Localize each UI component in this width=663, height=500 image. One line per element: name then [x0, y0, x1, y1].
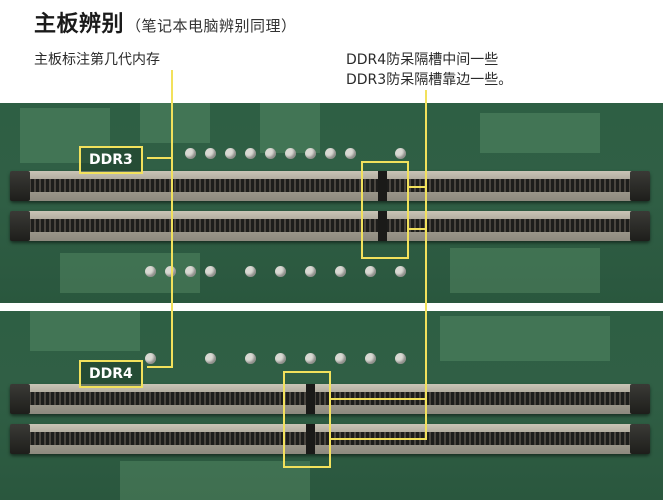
subtitle-text: （笔记本电脑辨别同理） [126, 17, 297, 35]
pcb-trace [120, 461, 310, 500]
solder-pad [275, 266, 286, 277]
pcb-trace [60, 253, 200, 293]
annotation-key-notch-line1: DDR4防呆隔槽中间一些 [346, 52, 499, 68]
slot-key-notch [378, 171, 387, 201]
annotation-key-notch: DDR4防呆隔槽中间一些 DDR3防呆隔槽靠边一些。 [346, 50, 512, 90]
slot-key-notch [306, 424, 315, 454]
solder-pad [205, 353, 216, 364]
leader-line [409, 228, 426, 230]
ddr3-badge: DDR3 [79, 146, 143, 174]
motherboard-photo-ddr4 [0, 311, 663, 500]
motherboard-photo-ddr3 [0, 103, 663, 303]
solder-pad [265, 148, 276, 159]
slot-latch [630, 211, 650, 241]
solder-pad [305, 148, 316, 159]
solder-pad [325, 148, 336, 159]
slot-latch [10, 171, 30, 201]
ddr3-notch-highlight [361, 161, 409, 259]
solder-pad [225, 148, 236, 159]
solder-pad [145, 353, 156, 364]
solder-pad [305, 266, 316, 277]
pcb-trace [450, 248, 600, 293]
solder-pad [245, 353, 256, 364]
annotation-label-marking: 主板标注第几代内存 [34, 52, 160, 68]
solder-pad [395, 266, 406, 277]
slot-latch [630, 424, 650, 454]
leader-line [147, 157, 173, 159]
slot-latch [630, 171, 650, 201]
solder-pad [205, 148, 216, 159]
solder-pad [245, 266, 256, 277]
solder-pad [185, 266, 196, 277]
solder-pad [165, 266, 176, 277]
solder-pad [395, 353, 406, 364]
slot-pins [26, 179, 634, 192]
pcb-trace [140, 103, 210, 143]
leader-line [331, 438, 426, 440]
slot-pins [26, 219, 634, 232]
solder-pad [365, 266, 376, 277]
leader-line [425, 90, 427, 440]
slot-latch [10, 424, 30, 454]
solder-pad [185, 148, 196, 159]
solder-pad [335, 266, 346, 277]
solder-pad [275, 353, 286, 364]
solder-pad [205, 266, 216, 277]
leader-line [147, 366, 173, 368]
ddr4-badge: DDR4 [79, 360, 143, 388]
solder-pad [395, 148, 406, 159]
solder-pad [145, 266, 156, 277]
leader-line [171, 70, 173, 368]
solder-pad [285, 148, 296, 159]
pcb-trace [480, 113, 600, 153]
solder-pad [365, 353, 376, 364]
pcb-trace [440, 316, 610, 361]
slot-latch [10, 384, 30, 414]
slot-latch [10, 211, 30, 241]
solder-pad [245, 148, 256, 159]
pcb-trace [260, 103, 320, 153]
ddr4-notch-highlight [283, 371, 331, 468]
solder-pad [345, 148, 356, 159]
leader-line [409, 186, 426, 188]
title-text: 主板辨别 [34, 12, 125, 37]
pcb-trace [30, 311, 140, 351]
ram-slot-2 [10, 211, 650, 241]
leader-line [331, 398, 426, 400]
slot-key-notch [378, 211, 387, 241]
page-title: 主板辨别（笔记本电脑辨别同理） [34, 6, 297, 38]
solder-pad [335, 353, 346, 364]
slot-latch [630, 384, 650, 414]
annotation-key-notch-line2: DDR3防呆隔槽靠边一些。 [346, 72, 513, 88]
solder-pad [305, 353, 316, 364]
slot-key-notch [306, 384, 315, 414]
ram-slot-1 [10, 171, 650, 201]
